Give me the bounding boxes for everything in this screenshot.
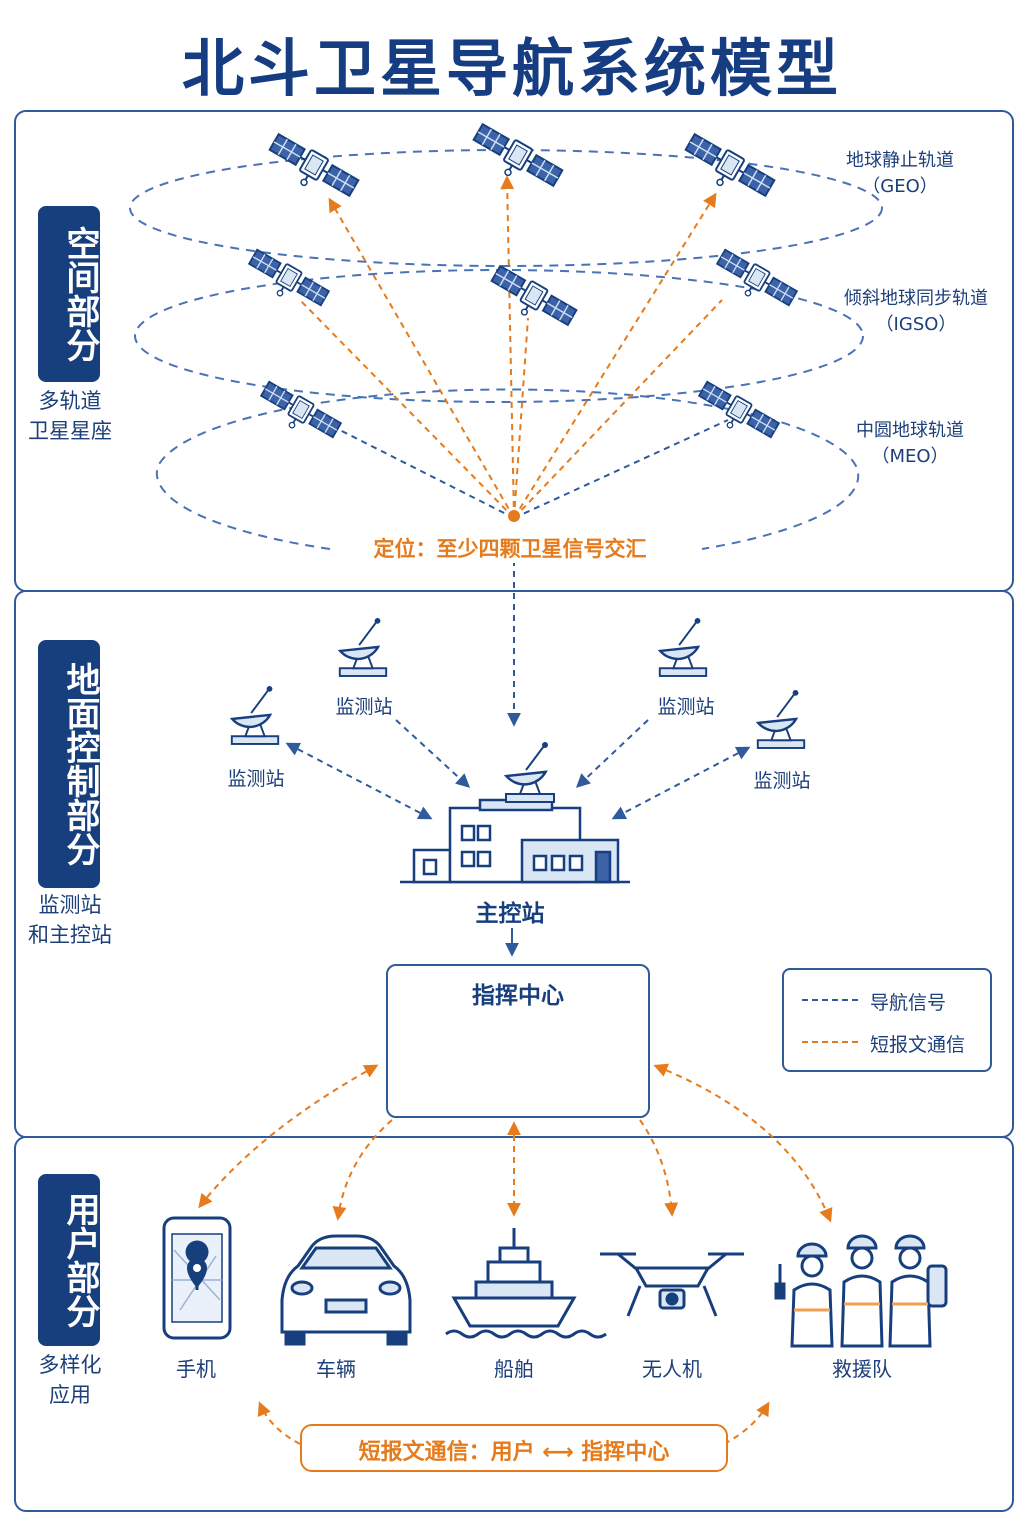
orbit-code: （GEO） (862, 176, 938, 197)
device-label-phone: 手机 (176, 1357, 216, 1381)
satellite-icon (256, 378, 344, 441)
rescue-team-icon (774, 1234, 948, 1348)
sms-communication-text: 短报文通信：用户 ⟷ 指挥中心 (358, 1440, 670, 1465)
space-subtitle-line: 卫星星座 (28, 419, 112, 443)
satellite-icon (264, 130, 361, 200)
orbit-label-geo: 地球静止轨道 （GEO） (810, 148, 990, 200)
legend-nav-line (802, 999, 858, 1001)
user-subtitle-line: 应用 (49, 1383, 91, 1407)
orbit-code: （IGSO） (875, 314, 957, 335)
space-segment-subtitle: 多轨道 卫星星座 (20, 386, 120, 446)
satellite-icon (712, 246, 800, 309)
satellite-icon (694, 378, 782, 441)
phone-icon (162, 1216, 232, 1340)
meo-orbit-ellipse (155, 388, 860, 550)
geo-orbit-ellipse (129, 149, 883, 267)
satellite-icon (680, 130, 777, 200)
master-station-building-icon (400, 798, 630, 884)
monitor-station-label: 监测站 (657, 696, 715, 718)
legend-nav-text: 导航信号 (870, 992, 947, 1014)
orbit-name: 地球静止轨道 (846, 150, 954, 171)
legend-sms-text: 短报文通信 (870, 1034, 966, 1056)
orbit-name: 中圆地球轨道 (856, 420, 964, 441)
page-title: 北斗卫星导航系统模型 (181, 32, 842, 105)
space-subtitle-line: 多轨道 (38, 389, 102, 413)
monitor-station-label: 监测站 (227, 768, 285, 790)
navigation-signal-lines (299, 175, 729, 519)
master-station-label: 主控站 (475, 901, 545, 927)
sms-communication-bar: 短报文通信：用户 ⟷ 指挥中心 (300, 1424, 728, 1472)
satellite-icon (486, 262, 579, 329)
device-label-car: 车辆 (316, 1357, 356, 1381)
orbit-label-igso: 倾斜地球同步轨道 （IGSO） (826, 286, 1006, 338)
user-subtitle-line: 多样化 (38, 1353, 102, 1377)
orbit-label-meo: 中圆地球轨道 （MEO） (820, 418, 1000, 470)
igso-orbit-ellipse (134, 269, 864, 403)
user-segment-badge: 用户部分 (38, 1174, 100, 1346)
user-segment-subtitle: 多样化 应用 (20, 1350, 120, 1410)
master-station-dish-icon (504, 740, 556, 804)
ship-icon (445, 1228, 607, 1339)
command-center-title: 指挥中心 (472, 983, 564, 1009)
device-label-rescue: 救援队 (832, 1357, 892, 1381)
positioning-note: 定位：至少四颗卫星信号交汇 (340, 533, 680, 563)
ground-subtitle-line: 监测站 (38, 893, 102, 917)
monitor-station-dish-icon (756, 688, 806, 750)
monitor-station-dish-icon (338, 616, 388, 678)
space-segment-badge: 空间部分 (38, 206, 100, 382)
monitor-station-dish-icon (658, 616, 708, 678)
legend: 导航信号 短报文通信 (782, 968, 992, 1072)
monitor-station-label: 监测站 (335, 696, 393, 718)
convergence-point (508, 510, 520, 522)
orbit-name: 倾斜地球同步轨道 (844, 288, 988, 309)
drone-icon (600, 1252, 744, 1317)
car-icon (280, 1234, 412, 1346)
legend-sms-line (802, 1041, 858, 1043)
satellite-icon (468, 120, 565, 190)
ground-subtitle-line: 和主控站 (28, 923, 112, 947)
ground-segment-subtitle: 监测站 和主控站 (20, 890, 120, 950)
monitor-station-dish-icon (230, 684, 280, 746)
device-label-ship: 船舶 (494, 1357, 534, 1381)
monitor-station-label: 监测站 (753, 770, 811, 792)
ground-segment-badge: 地面控制部分 (38, 640, 100, 888)
orbit-code: （MEO） (871, 446, 949, 467)
device-label-drone: 无人机 (642, 1357, 702, 1381)
command-center-box: 指挥中心 (386, 964, 650, 1118)
